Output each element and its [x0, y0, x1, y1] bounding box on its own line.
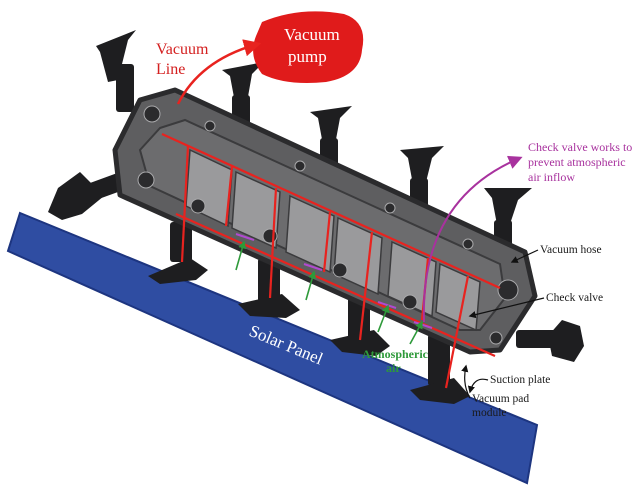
vacuum-pump-label-line2: pump [288, 47, 327, 66]
chassis-bolts [137, 105, 519, 345]
vacuum-line-label-line2: Line [156, 61, 185, 78]
atmospheric-air-label-line1: Atmospheric [362, 347, 429, 361]
vacuum-line-arrow [176, 39, 262, 105]
bottom-suction-pads [148, 222, 470, 404]
vacuum-pad-module-label-line1: Vacuum pad [472, 393, 529, 405]
vacuum-pad-module [516, 320, 584, 362]
component-callouts: Vacuum hose Check valve Suction plate Va… [362, 244, 603, 419]
check-valve-note-line1: Check valve works to [528, 140, 632, 154]
vacuum-hose-lower [175, 212, 496, 358]
vacuum-pad-module [48, 172, 125, 220]
chassis-compartments [185, 148, 481, 332]
check-valve-note-line3: air inflow [528, 170, 575, 184]
check-valve-note: Check valve works to prevent atmospheric… [422, 140, 632, 323]
vacuum-pump-label-line1: Vacuum [284, 25, 340, 44]
vacuum-hose-main [161, 132, 501, 290]
vacuum-pad-module [148, 222, 208, 284]
vacuum-line-callout: Vacuum Line [156, 39, 262, 105]
vacuum-line-label-line1: Vacuum [156, 41, 209, 58]
vacuum-pad-module [96, 30, 136, 112]
vacuum-pad-module [238, 258, 300, 318]
check-valve-note-line2: prevent atmospheric [528, 155, 626, 169]
atmospheric-air-label-line2: air [386, 361, 401, 375]
check-valve-label: Check valve [546, 292, 603, 304]
vacuum-pump-blob [253, 11, 364, 83]
vacuum-pad-module [410, 334, 470, 404]
vacuum-pad-module-label-line2: module [472, 407, 507, 419]
vacuum-hose-label: Vacuum hose [540, 244, 602, 256]
suction-plate-label: Suction plate [490, 374, 550, 386]
atmospheric-air-arrows [235, 240, 423, 345]
vacuum-pump: Vacuum pump [253, 11, 364, 83]
check-valve-note-arrow [422, 155, 523, 323]
